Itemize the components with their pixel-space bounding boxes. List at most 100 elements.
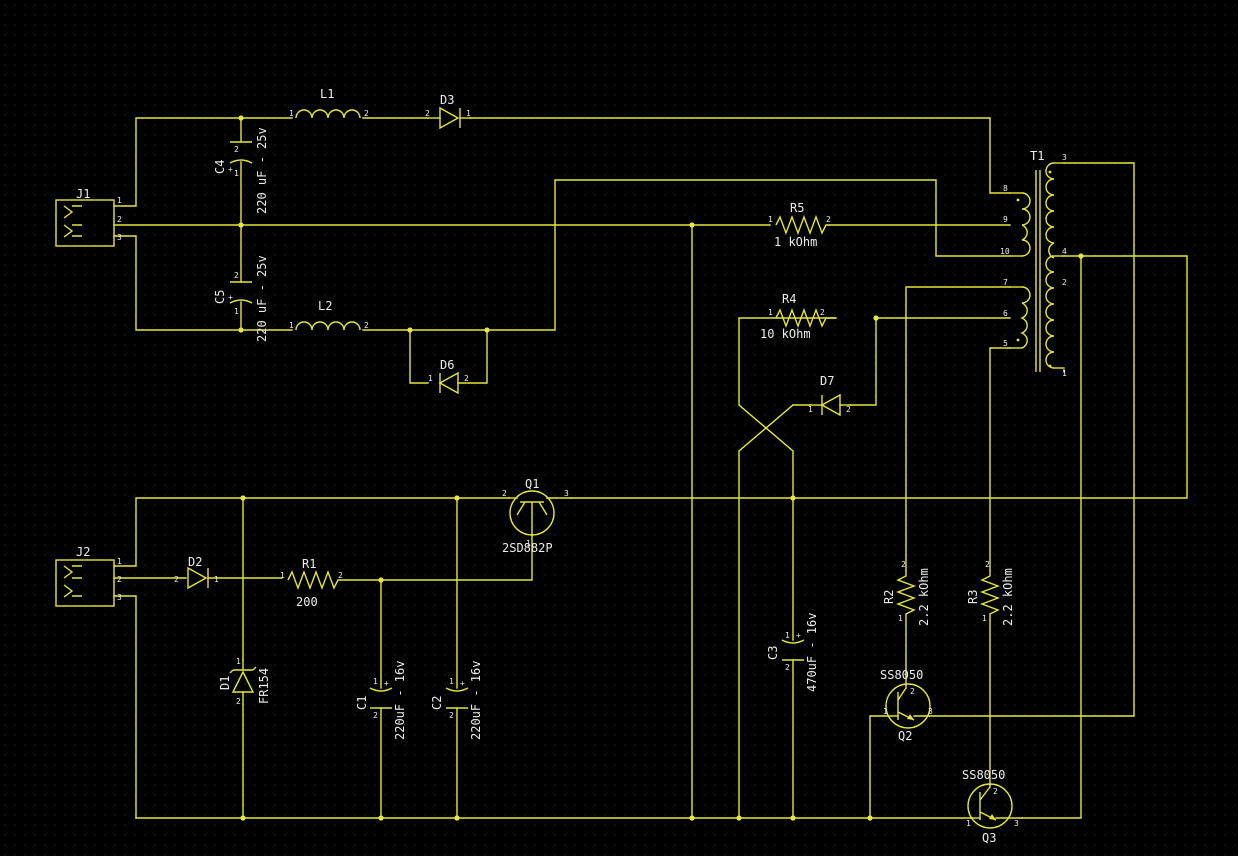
c3-value: 470uF - 16v xyxy=(805,613,819,692)
r3-ref: R3 xyxy=(966,590,980,604)
r3-pin2: 2 xyxy=(985,560,990,569)
q3-pin2: 2 xyxy=(993,787,998,796)
t1-pin8: 8 xyxy=(1003,184,1008,193)
r1-ref: R1 xyxy=(302,557,316,571)
svg-text:+: + xyxy=(796,631,801,640)
c2-pin2: 2 xyxy=(449,711,454,720)
d2-pin2: 2 xyxy=(174,575,179,584)
l1-ref: L1 xyxy=(320,87,334,101)
d1-pin2: 2 xyxy=(236,697,241,706)
connector-j1: J1 1 2 3 xyxy=(55,187,122,247)
diode-d2: D2 2 1 xyxy=(174,555,219,590)
r5-value: 1 kOhm xyxy=(774,235,817,249)
d2-pin1: 1 xyxy=(214,575,219,584)
t1-pin10: 10 xyxy=(1000,247,1010,256)
c1-ref: C1 xyxy=(355,696,369,710)
r3-value: 2.2 kOhm xyxy=(1001,568,1015,626)
t1-pin1: 1 xyxy=(1062,369,1067,378)
diode-d1: D1 FR154 1 2 xyxy=(218,657,271,706)
q1-value: 2SD882P xyxy=(502,541,553,555)
diode-d7: D7 1 2 xyxy=(808,374,851,417)
resistor-r4: R4 10 kOhm 1 2 xyxy=(760,292,836,341)
diode-d3: D3 2 1 xyxy=(425,93,471,130)
c4-value: 220 uF - 25v xyxy=(255,127,269,214)
j1-ref: J1 xyxy=(76,187,90,201)
c2-ref: C2 xyxy=(430,696,444,710)
transistor-q3: Q3 SS8050 1 2 3 xyxy=(962,768,1023,845)
c1-pin2: 2 xyxy=(373,711,378,720)
transistor-q1: Q1 2SD882P 2 3 1 xyxy=(502,477,572,555)
r2-pin2: 2 xyxy=(901,560,906,569)
r1-pin2: 2 xyxy=(338,571,343,580)
t1-pin5: 5 xyxy=(1003,339,1008,348)
svg-text:+: + xyxy=(228,165,233,174)
j2-pin2: 2 xyxy=(117,575,122,584)
wires xyxy=(113,117,1188,819)
q1-ref: Q1 xyxy=(525,477,539,491)
transistor-q2: Q2 SS8050 1 2 3 xyxy=(880,668,933,743)
j2-pin1: 1 xyxy=(117,557,122,566)
t1-pin3: 3 xyxy=(1062,153,1067,162)
r4-value: 10 kOhm xyxy=(760,327,811,341)
t1-pin2: 2 xyxy=(1062,278,1067,287)
d3-pin2: 2 xyxy=(425,109,430,118)
d6-pin2: 2 xyxy=(464,374,469,383)
r3-pin1: 1 xyxy=(982,614,987,623)
svg-text:+: + xyxy=(460,679,465,688)
c4-ref: C4 xyxy=(213,160,227,174)
c4-pin2: 2 xyxy=(234,145,239,154)
resistor-r3: R3 2.2 kOhm 2 1 xyxy=(966,560,1015,626)
d1-value: FR154 xyxy=(257,668,271,704)
q1-pin2: 2 xyxy=(502,489,507,498)
t1-pin6: 6 xyxy=(1003,309,1008,318)
r4-ref: R4 xyxy=(782,292,796,306)
l1-pin2: 2 xyxy=(364,109,369,118)
c4-pin1: 1 xyxy=(234,169,239,178)
d6-pin1: 1 xyxy=(428,374,433,383)
diode-d6: D6 1 2 xyxy=(428,358,469,395)
connector-j2: J2 1 2 3 xyxy=(55,545,122,607)
capacitor-c1: + C1 220uF - 16v 1 2 xyxy=(355,661,407,740)
capacitor-c5: + C5 220 uF - 25v 2 1 xyxy=(213,255,269,342)
j2-pin3: 3 xyxy=(117,593,122,602)
c3-pin1: 1 xyxy=(785,631,790,640)
c5-pin2: 2 xyxy=(234,271,239,280)
capacitor-c2: + C2 220uF - 16v 1 2 xyxy=(430,661,483,740)
r4-pin2: 2 xyxy=(820,308,825,317)
c1-value: 220uF - 16v xyxy=(393,661,407,740)
j1-pin2: 2 xyxy=(117,215,122,224)
l1-pin1: 1 xyxy=(289,109,294,118)
l2-pin1: 1 xyxy=(289,321,294,330)
q2-pin2: 2 xyxy=(910,687,915,696)
d1-pin1: 1 xyxy=(236,657,241,666)
t1-ref: T1 xyxy=(1030,149,1044,163)
svg-text:+: + xyxy=(384,679,389,688)
j2-ref: J2 xyxy=(76,545,90,559)
r1-pin1: 1 xyxy=(280,571,285,580)
r5-ref: R5 xyxy=(790,201,804,215)
capacitor-c3: + C3 470uF - 16v 1 2 xyxy=(766,613,819,692)
junctions xyxy=(238,115,1084,821)
q1-pin1: 1 xyxy=(526,539,531,548)
c5-ref: C5 xyxy=(213,290,227,304)
d2-ref: D2 xyxy=(188,555,202,569)
d7-ref: D7 xyxy=(820,374,834,388)
q3-pin1: 1 xyxy=(966,819,971,828)
t1-pin4: 4 xyxy=(1062,247,1067,256)
r1-value: 200 xyxy=(296,595,318,609)
r2-value: 2.2 kOhm xyxy=(917,568,931,626)
c1-pin1: 1 xyxy=(373,677,378,686)
c5-value: 220 uF - 25v xyxy=(255,255,269,342)
d3-pin1: 1 xyxy=(466,109,471,118)
resistor-r5: R5 1 kOhm 1 2 xyxy=(768,201,831,249)
inductor-l2: L2 1 2 xyxy=(289,299,369,331)
inductor-l1: L1 1 2 xyxy=(289,87,369,119)
r4-pin1: 1 xyxy=(768,308,773,317)
t1-pin7: 7 xyxy=(1003,278,1008,287)
d7-pin2: 2 xyxy=(846,405,851,414)
q3-value: SS8050 xyxy=(962,768,1005,782)
j1-pin1: 1 xyxy=(117,196,122,205)
q2-pin3: 3 xyxy=(928,707,933,716)
q2-pin1: 1 xyxy=(883,707,888,716)
